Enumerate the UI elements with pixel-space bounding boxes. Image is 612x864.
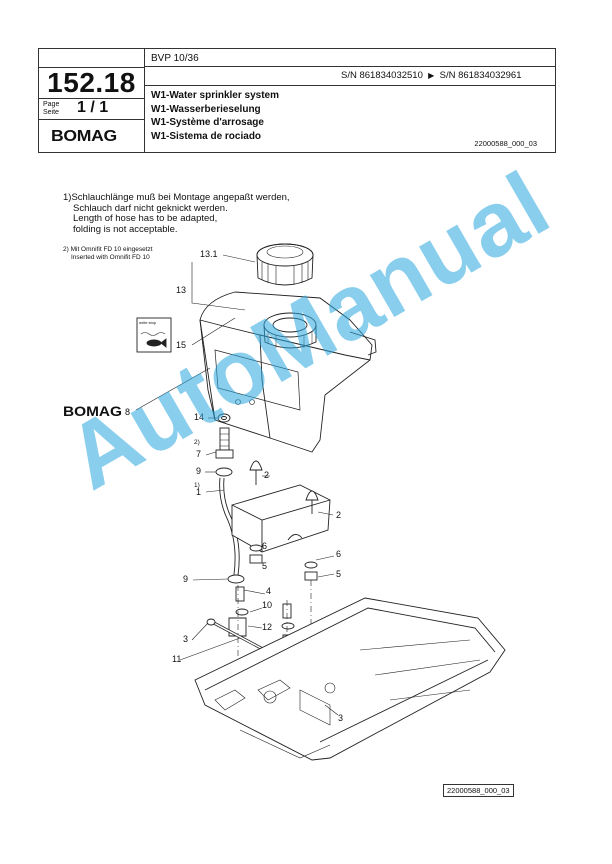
section-titles: W1-Water sprinkler system W1-Wasserberie… [151, 89, 279, 143]
hose-fitting [215, 427, 234, 459]
sticker-text: write stop [139, 320, 157, 325]
callout-9-lower: 9 [183, 574, 189, 584]
callout-6-right: 6 [336, 549, 342, 559]
divider [144, 85, 556, 86]
rubber-buffer [249, 460, 319, 514]
footer-doc-number: 22000588_000_03 [443, 784, 514, 797]
model-name: BVP 10/36 [151, 53, 199, 64]
tank-cap [256, 243, 314, 286]
callout-2-right: 2 [336, 510, 342, 520]
header-doc-number: 22000588_000_03 [474, 139, 537, 148]
callout-13: 13 [176, 285, 187, 295]
callout-15: 15 [176, 340, 187, 350]
callout-7: 7 [196, 449, 202, 459]
title-es: W1-Sistema de rociado [151, 130, 262, 142]
assembly-note: 1)Schlauchlänge muß bei Montage angepaßt… [63, 192, 290, 235]
tank-bracket [231, 484, 331, 553]
page-label: Page Seite [43, 101, 60, 116]
header-table: 152.18 Page Seite 1 / 1 BOMAG BVP 10/36 … [38, 48, 556, 153]
water-sticker [136, 317, 172, 353]
callout-5-right: 5 [336, 569, 342, 579]
callout-3-bottom: 3 [338, 713, 344, 723]
title-en: W1-Water sprinkler system [151, 90, 280, 101]
logo-row: BOMAG [39, 119, 144, 153]
arrow-icon: ▶ [428, 71, 435, 80]
base-plate [194, 597, 506, 761]
callout-14: 14 [194, 412, 205, 422]
fitting-note: 2) Mit Omnifit FD 10 eingesetzt Inserted… [63, 246, 153, 261]
callout-2-note: 2) [194, 439, 200, 446]
callout-10: 10 [262, 600, 273, 610]
callout-8: 8 [125, 407, 131, 417]
serial-range: S/N 861834032510 ▶ S/N 861834032961 [341, 70, 522, 81]
title-de: W1-Wasserberieselung [151, 103, 261, 115]
page-count: 1 / 1 [77, 99, 109, 116]
callout-3-left: 3 [183, 634, 189, 644]
divider [144, 66, 556, 67]
header-left-column: 152.18 Page Seite 1 / 1 BOMAG [39, 49, 145, 152]
callout-12: 12 [262, 622, 273, 632]
callout-2-top: 2 [264, 470, 270, 480]
callout-6-left: 6 [262, 541, 268, 551]
page-number: 152.18 [39, 67, 144, 99]
callout-11: 11 [172, 654, 182, 664]
title-fr: W1-Système d'arrosage [151, 117, 264, 128]
water-tank [199, 291, 377, 453]
callout-4: 4 [266, 586, 272, 596]
bomag-logo: BOMAG [51, 128, 117, 145]
callout-1: 1 [196, 487, 202, 497]
callout-9-upper: 9 [196, 466, 202, 476]
callout-1-note: 1) [194, 482, 200, 489]
callout-5-left: 5 [262, 561, 268, 571]
bomag-decal: BOMAG [63, 403, 123, 419]
callout-13-1: 13.1 [200, 249, 218, 259]
